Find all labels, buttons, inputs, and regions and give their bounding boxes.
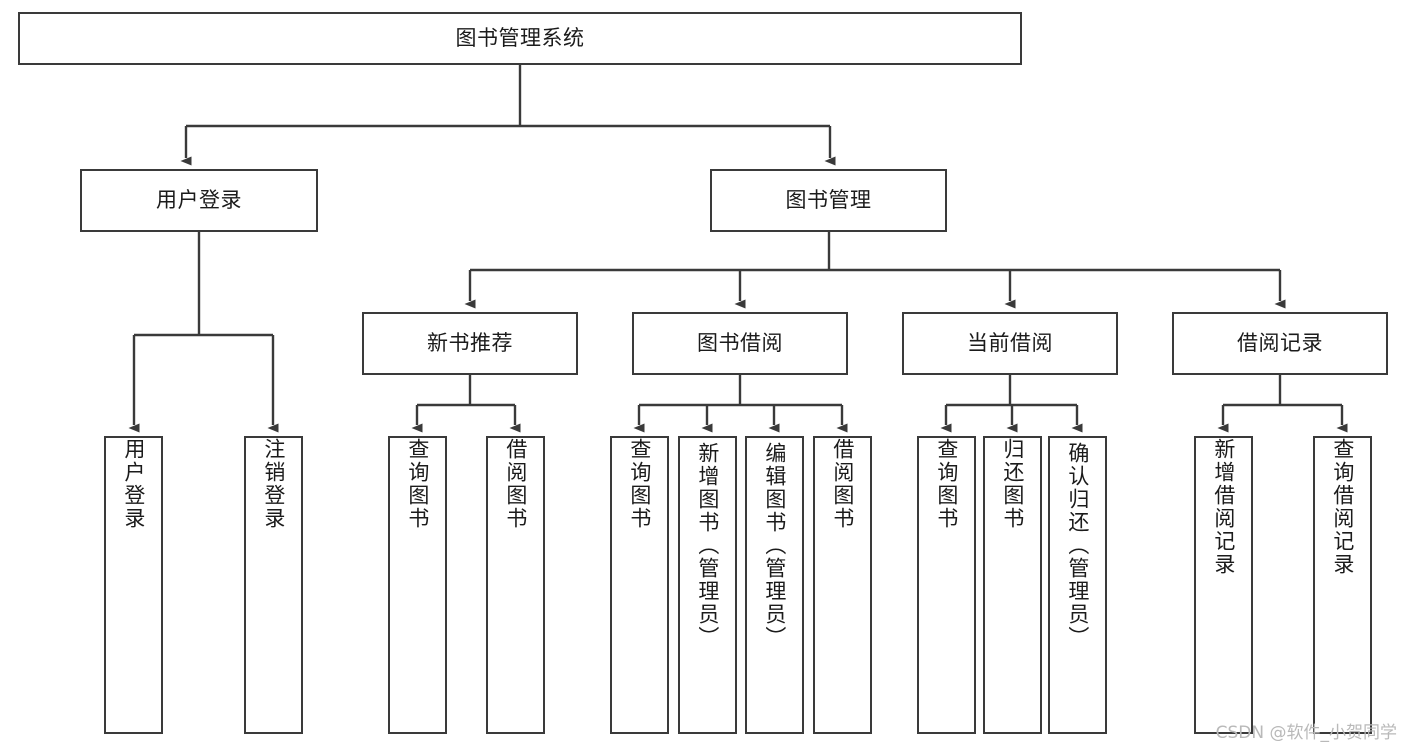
leaf-query-book-2[interactable]: 查询图书 — [610, 436, 669, 734]
leaf-confirm-return-label: 确认归还（管理员） — [1065, 442, 1090, 649]
leaf-logout-label: 注销登录 — [261, 438, 286, 530]
leaf-add-record[interactable]: 新增借阅记录 — [1194, 436, 1253, 734]
node-root[interactable]: 图书管理系统 — [18, 12, 1022, 65]
node-current-borrow-label: 当前借阅 — [967, 331, 1053, 356]
leaf-add-record-label: 新增借阅记录 — [1211, 438, 1236, 576]
leaf-user-login-label: 用户登录 — [121, 438, 146, 530]
leaf-borrow-book-1-label: 借阅图书 — [503, 438, 528, 530]
leaf-borrow-book-1[interactable]: 借阅图书 — [486, 436, 545, 734]
node-root-label: 图书管理系统 — [455, 26, 585, 51]
leaf-user-login[interactable]: 用户登录 — [104, 436, 163, 734]
leaf-query-record-label: 查询借阅记录 — [1330, 438, 1355, 576]
leaf-borrow-book-2[interactable]: 借阅图书 — [813, 436, 872, 734]
node-book-borrow-label: 图书借阅 — [697, 331, 783, 356]
leaf-query-book-1[interactable]: 查询图书 — [388, 436, 447, 734]
node-new-book-rec[interactable]: 新书推荐 — [362, 312, 578, 375]
watermark: CSDN @软件_小贺同学 — [1215, 723, 1397, 743]
node-borrow-record-label: 借阅记录 — [1237, 331, 1323, 356]
leaf-edit-book-label: 编辑图书（管理员） — [762, 442, 787, 649]
leaf-borrow-book-2-label: 借阅图书 — [830, 438, 855, 530]
leaf-return-book[interactable]: 归还图书 — [983, 436, 1042, 734]
node-borrow-record[interactable]: 借阅记录 — [1172, 312, 1388, 375]
node-user-login-label: 用户登录 — [156, 188, 242, 213]
leaf-confirm-return[interactable]: 确认归还（管理员） — [1048, 436, 1107, 734]
leaf-query-record[interactable]: 查询借阅记录 — [1313, 436, 1372, 734]
leaf-query-book-2-label: 查询图书 — [627, 438, 652, 530]
node-user-login[interactable]: 用户登录 — [80, 169, 318, 232]
leaf-edit-book[interactable]: 编辑图书（管理员） — [745, 436, 804, 734]
leaf-query-book-1-label: 查询图书 — [405, 438, 430, 530]
leaf-add-book-label: 新增图书（管理员） — [695, 442, 720, 649]
node-book-borrow[interactable]: 图书借阅 — [632, 312, 848, 375]
node-new-book-rec-label: 新书推荐 — [427, 331, 513, 356]
leaf-add-book[interactable]: 新增图书（管理员） — [678, 436, 737, 734]
node-book-manage-label: 图书管理 — [785, 188, 872, 213]
leaf-query-book-3[interactable]: 查询图书 — [917, 436, 976, 734]
leaf-query-book-3-label: 查询图书 — [934, 438, 959, 530]
leaf-logout[interactable]: 注销登录 — [244, 436, 303, 734]
node-book-manage[interactable]: 图书管理 — [710, 169, 947, 232]
leaf-return-book-label: 归还图书 — [1000, 438, 1025, 530]
node-current-borrow[interactable]: 当前借阅 — [902, 312, 1118, 375]
